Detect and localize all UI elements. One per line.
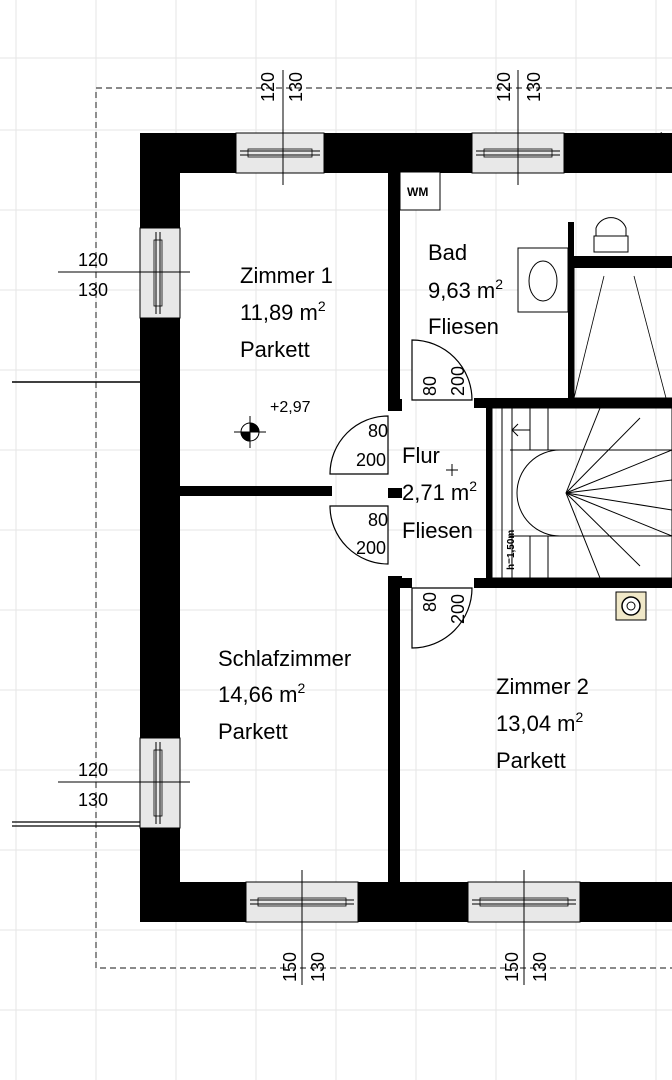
wm-label: WM [407, 185, 428, 199]
zimmer2-name: Zimmer 2 [496, 674, 589, 699]
door-schlafzimmer-dim-2: 200 [356, 538, 386, 558]
toilet-tank [593, 235, 629, 253]
door-bad-dim-2: 200 [448, 366, 468, 396]
dim-top-right-2: 130 [524, 72, 544, 102]
flur-name: Flur [402, 443, 440, 468]
bathroom-fixtures [399, 171, 672, 399]
door-zimmer1-dim-1: 80 [368, 421, 388, 441]
dim-top-left-2: 130 [286, 72, 306, 102]
schlafzimmer-floor: Parkett [218, 719, 288, 744]
zimmer1-area: 11,89 m2 [240, 298, 326, 325]
dim-bottom-left-1: 150 [280, 952, 300, 982]
flur-area: 2,71 m2 [402, 478, 477, 505]
zimmer1-floor: Parkett [240, 337, 310, 362]
dim-bottom-right-1: 150 [502, 952, 522, 982]
washbasin-bowl [528, 260, 558, 302]
window-left-lower [139, 737, 181, 829]
dim-left-lower-2: 130 [78, 790, 108, 810]
plot-outline [95, 87, 672, 969]
dim-bottom-right-2: 130 [530, 952, 550, 982]
flur-floor: Fliesen [402, 518, 473, 543]
stair-height-label: h=1,50m [506, 530, 517, 570]
door-zimmer2-dim-2: 200 [448, 594, 468, 624]
bad-name: Bad [428, 240, 467, 265]
zimmer1-name: Zimmer 1 [240, 263, 333, 288]
chimney [615, 591, 647, 621]
wm-box [399, 171, 441, 211]
elevation-marker [234, 416, 266, 448]
staircase [491, 407, 672, 579]
zimmer2-area: 13,04 m2 [496, 709, 584, 736]
door-schlafzimmer [329, 505, 389, 565]
door-bad-dim-1: 80 [420, 376, 440, 396]
shower [573, 268, 672, 399]
dim-top-right-1: 120 [494, 72, 514, 102]
dim-left-upper-1: 120 [78, 250, 108, 270]
door-zimmer2-dim-1: 80 [420, 592, 440, 612]
dim-top-left-1: 120 [258, 72, 278, 102]
schlafzimmer-name: Schlafzimmer [218, 646, 351, 671]
doors [329, 339, 473, 649]
schlafzimmer-area: 14,66 m2 [218, 680, 306, 707]
dimension-lines [58, 70, 525, 985]
zimmer2-floor: Parkett [496, 748, 566, 773]
door-bad [411, 339, 473, 401]
door-zimmer2 [411, 587, 473, 649]
window-top-left [235, 132, 325, 174]
door-zimmer1 [329, 415, 389, 475]
dim-bottom-left-2: 130 [308, 952, 328, 982]
dim-left-lower-1: 120 [78, 760, 108, 780]
elevation-label: +2,97 [270, 399, 311, 416]
bad-floor: Fliesen [428, 314, 499, 339]
door-schlafzimmer-dim-1: 80 [368, 510, 388, 530]
window-left-upper [139, 227, 181, 319]
arrow-icon: › [660, 127, 664, 141]
bad-area: 9,63 m2 [428, 276, 503, 303]
dim-left-upper-2: 130 [78, 280, 108, 300]
door-zimmer1-dim-2: 200 [356, 450, 386, 470]
interior-walls [180, 172, 672, 884]
